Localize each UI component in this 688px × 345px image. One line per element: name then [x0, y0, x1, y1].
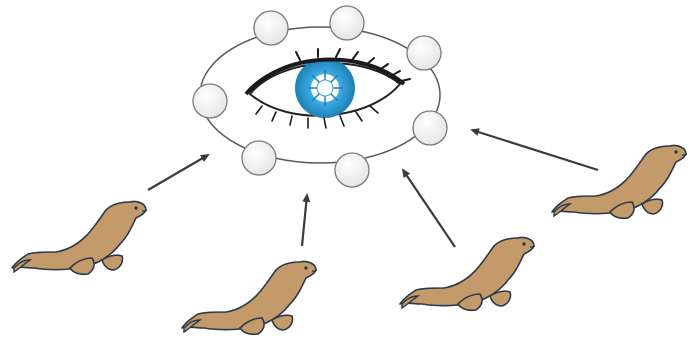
cluster	[193, 6, 447, 187]
connection-arrow	[472, 130, 598, 170]
cluster-node	[193, 84, 227, 118]
seal-icon	[400, 237, 535, 310]
connection-arrow	[148, 155, 208, 190]
cluster-node	[254, 11, 288, 45]
cluster-node	[242, 141, 276, 175]
seal-icon	[182, 261, 317, 334]
seal-icon	[12, 201, 147, 274]
connection-arrow	[403, 170, 455, 247]
connection-arrows	[148, 130, 598, 247]
eye-logo-icon	[246, 49, 410, 128]
cluster-node	[413, 111, 447, 145]
cluster-node	[330, 6, 364, 40]
connection-arrow	[302, 195, 307, 246]
cluster-node	[335, 153, 369, 187]
seal-icon	[552, 145, 687, 218]
cluster-node	[407, 36, 441, 70]
